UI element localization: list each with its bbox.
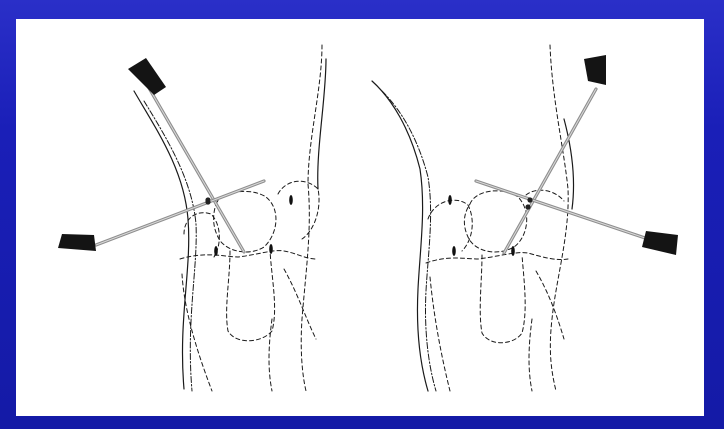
right-joint-line <box>426 253 568 263</box>
right-femoral-condyle-medial <box>428 200 472 251</box>
left-knee-outline-right <box>301 45 322 391</box>
left-portal-mark-upper <box>289 195 293 205</box>
right-patella <box>464 191 526 252</box>
right-arthroscope-upper <box>504 55 606 253</box>
left-portal-mark-lateral <box>269 244 273 254</box>
right-arthroscope-upper-handle <box>584 55 606 85</box>
arthroscopy-portals-diagram <box>16 19 704 416</box>
right-knee-outline-outer <box>372 81 428 391</box>
left-knee-outline-outer <box>134 91 189 389</box>
left-arthroscope-lateral <box>58 181 264 251</box>
right-arthroscope-lateral <box>476 181 678 255</box>
left-knee-outline-right-solid <box>318 59 326 189</box>
right-tibia-medial <box>430 277 450 391</box>
left-tibia-lateral <box>284 269 316 339</box>
left-knee-view <box>58 45 326 391</box>
right-fibula <box>529 319 532 391</box>
left-arthroscope-upper <box>128 58 244 252</box>
figure-panel <box>16 19 704 416</box>
right-arthroscope-lateral-hub <box>527 197 532 202</box>
right-portal-mark-medial <box>452 246 456 256</box>
right-arthroscope-upper-hub <box>525 204 530 209</box>
right-knee-view <box>372 45 678 391</box>
right-portal-mark-lateral <box>511 246 515 256</box>
right-portal-mark-upper <box>448 195 452 205</box>
left-tibia-medial <box>182 274 212 391</box>
left-arthroscope-lateral-hub <box>205 199 210 204</box>
left-patella <box>214 191 276 252</box>
left-patellar-tendon <box>227 251 275 341</box>
left-fibula <box>269 319 272 391</box>
left-arthroscope-lateral-handle <box>58 234 96 251</box>
left-arthroscope-upper-handle <box>128 58 166 95</box>
right-knee-outline-right <box>550 45 568 391</box>
left-femoral-condyle-lateral <box>278 181 319 239</box>
right-arthroscope-lateral-handle <box>642 231 678 255</box>
left-portal-mark-medial <box>214 246 218 256</box>
right-tibia-lateral <box>536 271 564 339</box>
right-patellar-tendon <box>480 255 525 343</box>
